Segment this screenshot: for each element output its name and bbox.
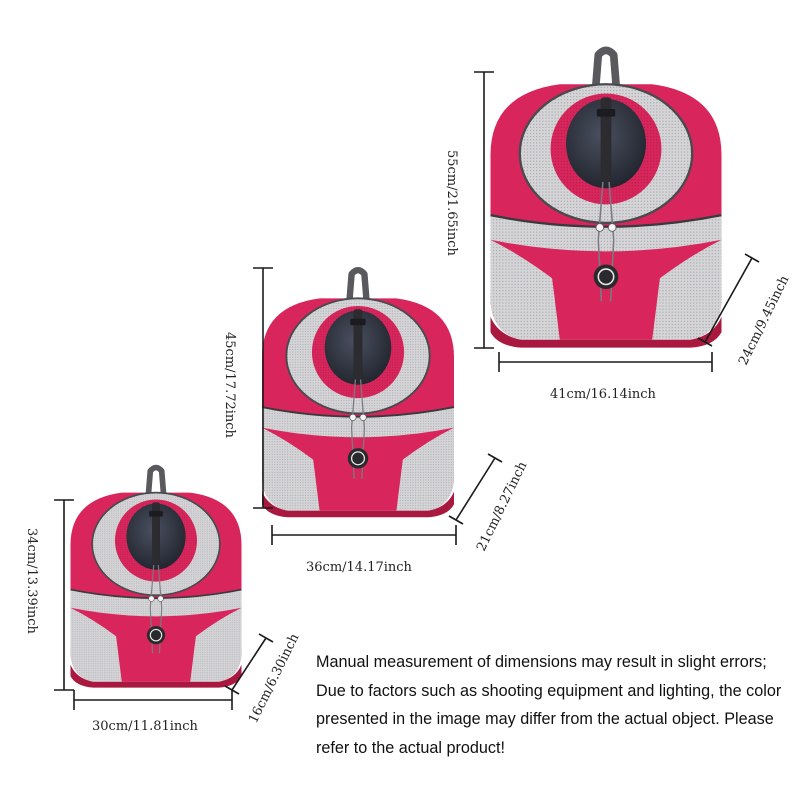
medium-depth-line	[455, 457, 496, 521]
disclaimer-note: Manual measurement of dimensions may res…	[316, 653, 782, 757]
small-depth-label: 16cm/6.30inch	[246, 631, 303, 726]
small-depth-line	[231, 637, 267, 691]
medium-width-label: 36cm/14.17inch	[306, 560, 413, 575]
medium-height-label: 45cm/17.72inch	[222, 332, 237, 439]
medium-depth-label: 21cm/8.27inch	[474, 459, 531, 554]
large-backpack-group: 55cm/21.65inch 41cm/16.14inch 24cm/9.45i…	[444, 50, 793, 402]
large-depth-label: 24cm/9.45inch	[736, 273, 793, 368]
small-height-label: 34cm/13.39inch	[24, 528, 39, 635]
medium-backpack-image	[262, 270, 454, 517]
large-depth-line	[704, 257, 753, 343]
large-backpack-image	[490, 50, 721, 347]
small-width-label: 30cm/11.81inch	[92, 719, 199, 734]
small-backpack-image	[70, 468, 241, 688]
large-height-label: 55cm/21.65inch	[444, 150, 459, 257]
large-width-label: 41cm/16.14inch	[550, 387, 657, 402]
